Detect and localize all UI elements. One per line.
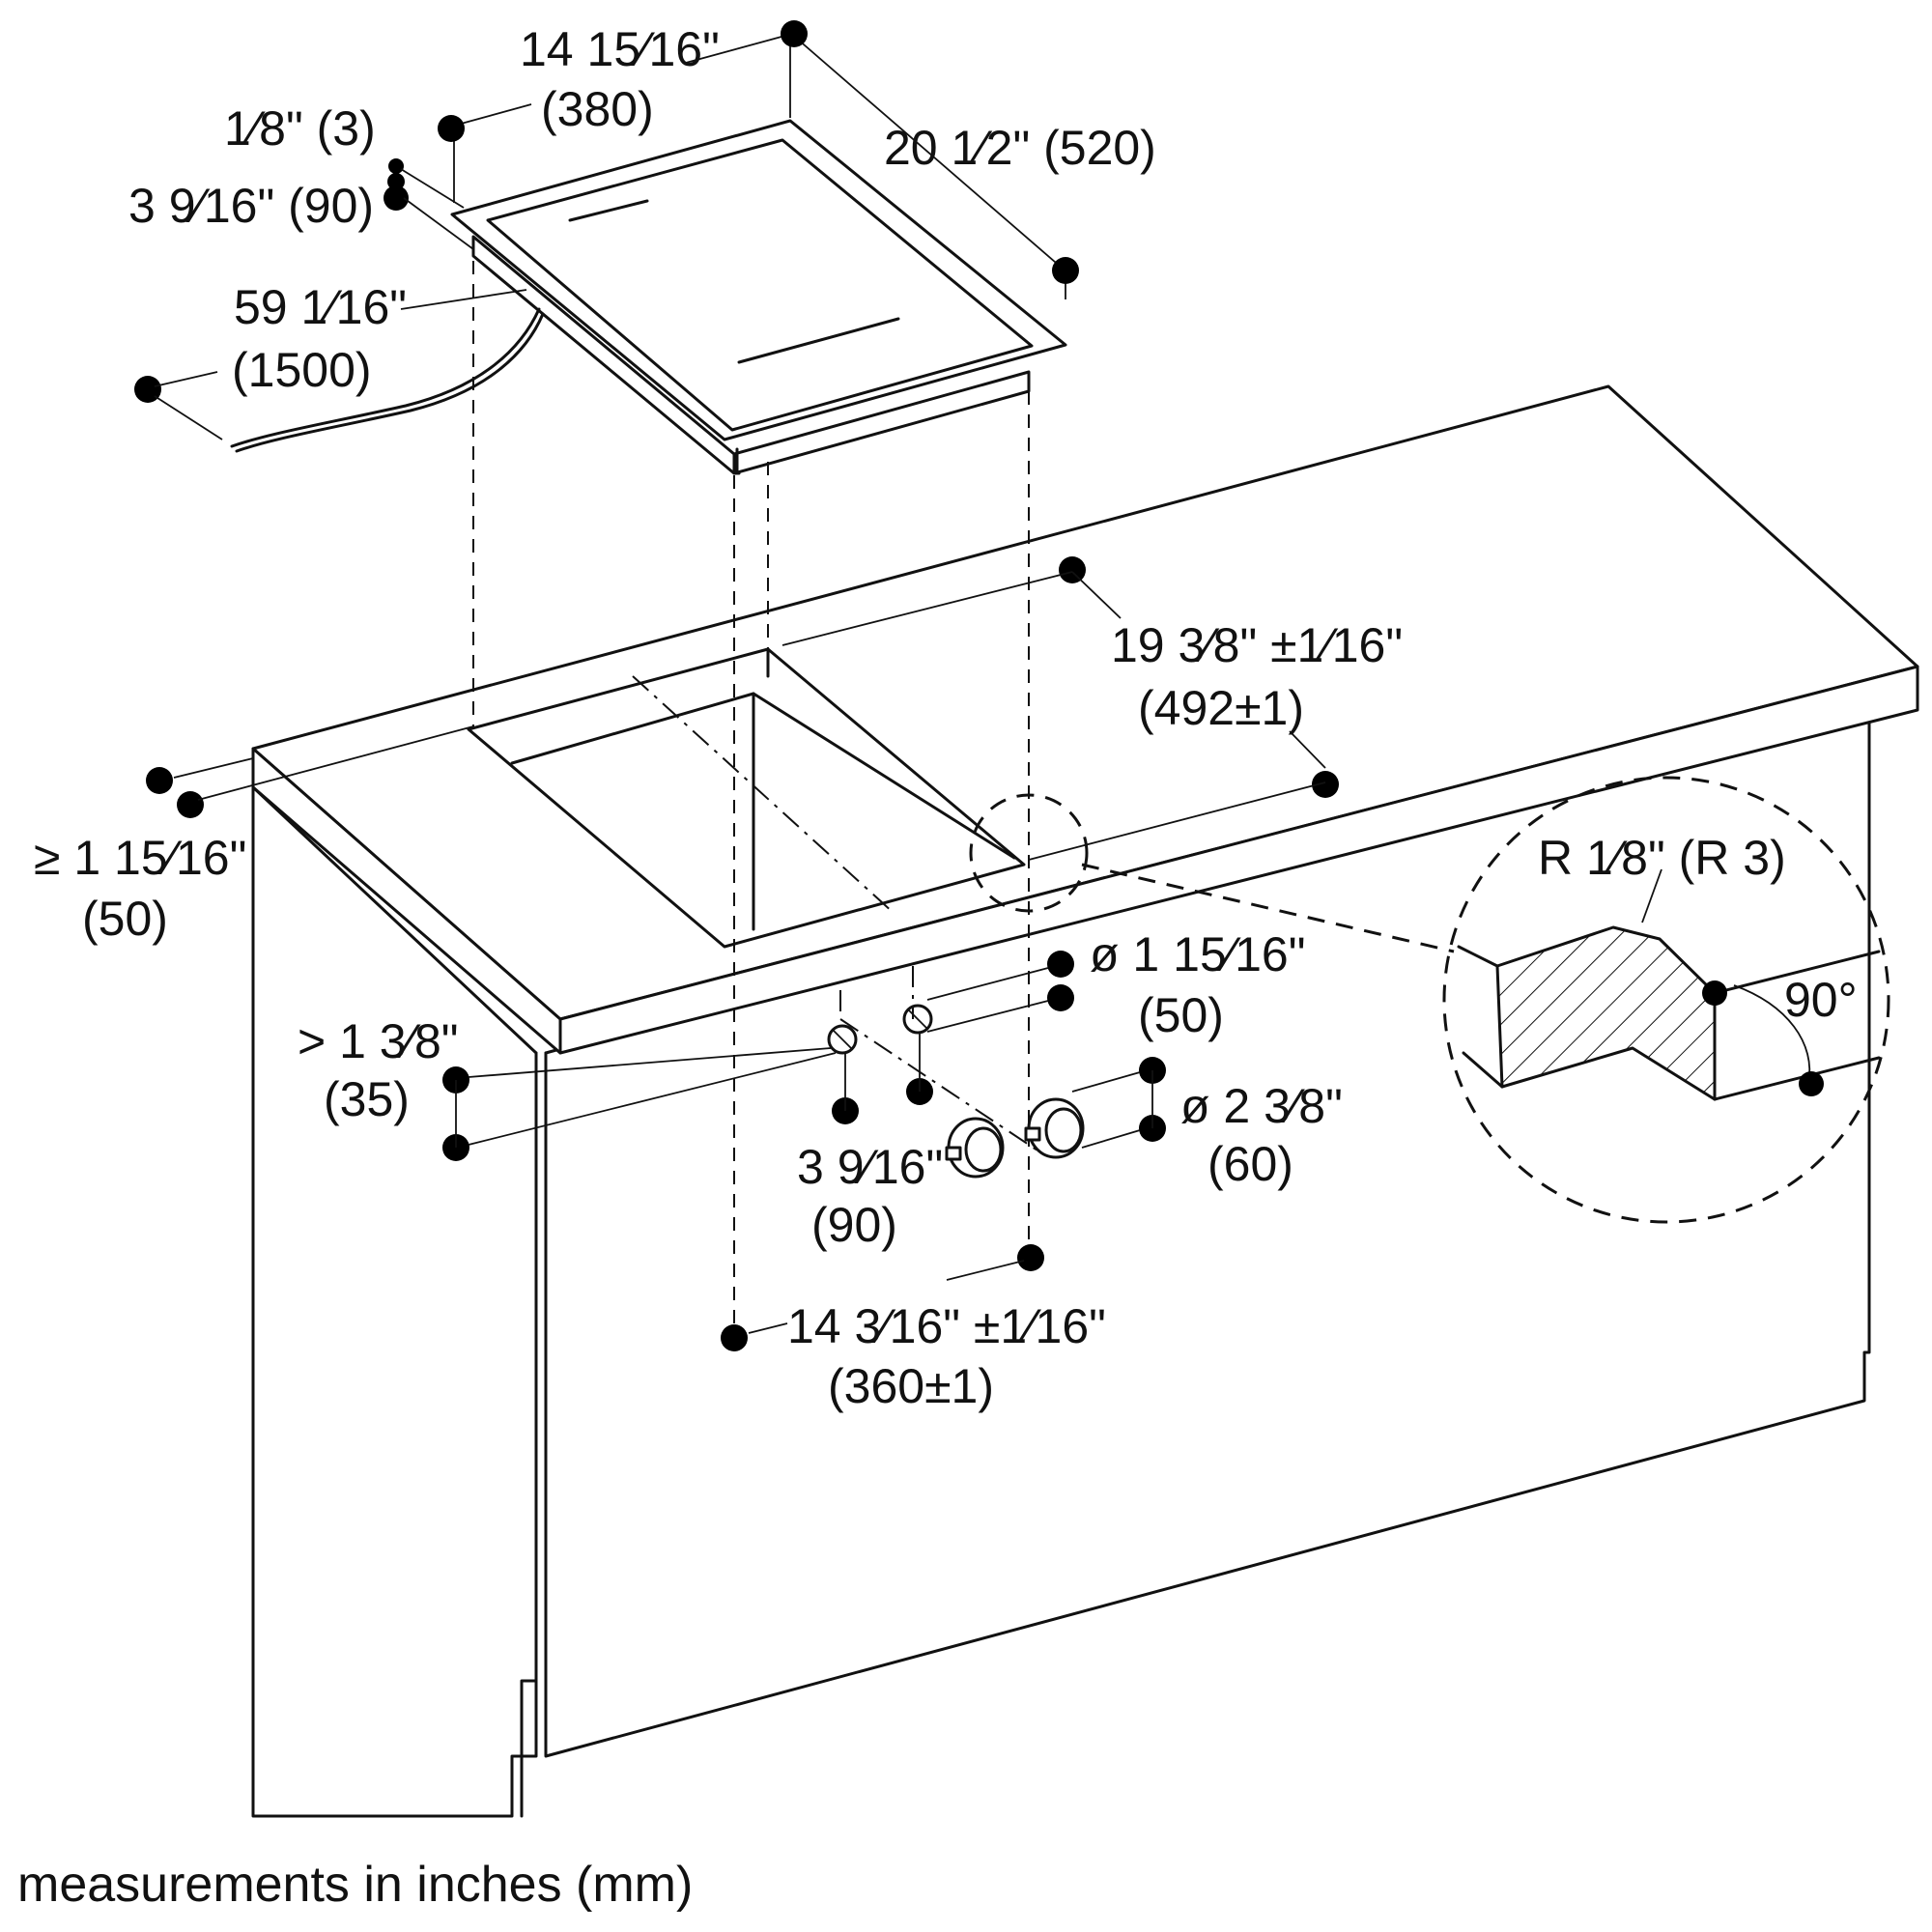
- label-cutout-depth: 19 3⁄8" ±1⁄16": [1111, 618, 1403, 672]
- cooktop-frame: [450, 119, 1067, 441]
- dim-dot: [388, 158, 404, 174]
- labels: 14 15⁄16" (380) 20 1⁄2" (520) 1⁄8" (3) 3…: [17, 22, 1858, 1913]
- edge-section-hatched: [1495, 925, 1717, 1101]
- edge-detail: [969, 776, 1890, 1224]
- label-edge-distance: ≥ 1 15⁄16": [34, 831, 246, 885]
- power-cable: [230, 307, 541, 448]
- dim-dot: [177, 791, 204, 818]
- label-knob-diameter: ø 2 3⁄8": [1180, 1079, 1343, 1133]
- label-angle: 90°: [1784, 973, 1858, 1027]
- label-knob-diameter-mm: (60): [1208, 1137, 1293, 1191]
- dim-dot: [387, 173, 405, 190]
- label-hole-diameter: ø 1 15⁄16": [1090, 927, 1305, 981]
- dim-dot: [1047, 984, 1074, 1011]
- label-knob-spacing: 3 9⁄16": [797, 1140, 943, 1194]
- angle-dot-1: [1702, 980, 1727, 1006]
- label-cutout-depth-mm: (492±1): [1138, 681, 1304, 735]
- control-knobs: [827, 1004, 1085, 1179]
- dim-dot: [1312, 771, 1339, 798]
- label-cutout-width: 14 3⁄16" ±1⁄16": [787, 1299, 1106, 1353]
- label-frame-thickness: 1⁄8" (3): [224, 101, 376, 156]
- cutout-opening: [467, 647, 1026, 949]
- label-hole-diameter-mm: (50): [1138, 988, 1224, 1042]
- label-depth: 20 1⁄2" (520): [884, 121, 1156, 175]
- label-radius: R 1⁄8" (R 3): [1538, 831, 1786, 885]
- label-hole-offset: > 1 3⁄8": [298, 1014, 459, 1068]
- label-knob-spacing-mm: (90): [811, 1198, 897, 1252]
- dim-dot: [384, 185, 409, 211]
- knob-hole-left: [827, 1024, 858, 1055]
- projection-lines: [472, 261, 1044, 1323]
- dim-dot: [721, 1324, 748, 1351]
- label-width-front: 14 15⁄16": [520, 22, 720, 76]
- dim-dot: [1017, 1244, 1044, 1271]
- knob-hole-right: [902, 1004, 933, 1035]
- detail-magnified-circle: [1442, 776, 1890, 1224]
- knob-left: [945, 1117, 1005, 1179]
- dim-dot: [1047, 951, 1074, 978]
- footer-note: measurements in inches (mm): [17, 1857, 693, 1913]
- angle-dot-2: [1799, 1071, 1824, 1096]
- dim-dot: [781, 20, 808, 47]
- label-unit-height: 3 9⁄16" (90): [128, 179, 374, 233]
- dim-dot: [146, 767, 173, 794]
- dimension-lines: [134, 20, 1339, 1351]
- label-width-front-mm: (380): [541, 82, 654, 136]
- dim-dot: [438, 115, 465, 142]
- label-cable-length: 59 1⁄16": [234, 280, 407, 334]
- dim-dot: [1052, 257, 1079, 284]
- cabinet: [251, 384, 1919, 1818]
- countertop-left-edge: [251, 747, 562, 1055]
- dim-dot: [1059, 556, 1086, 583]
- label-edge-distance-mm: (50): [82, 892, 168, 946]
- label-hole-offset-mm: (35): [324, 1072, 410, 1126]
- label-cable-length-mm: (1500): [232, 343, 372, 397]
- label-cutout-width-mm: (360±1): [828, 1359, 994, 1413]
- knob-right: [1024, 1097, 1085, 1159]
- detail-marker-circle: [969, 793, 1089, 913]
- cooktop-glass: [486, 138, 1034, 432]
